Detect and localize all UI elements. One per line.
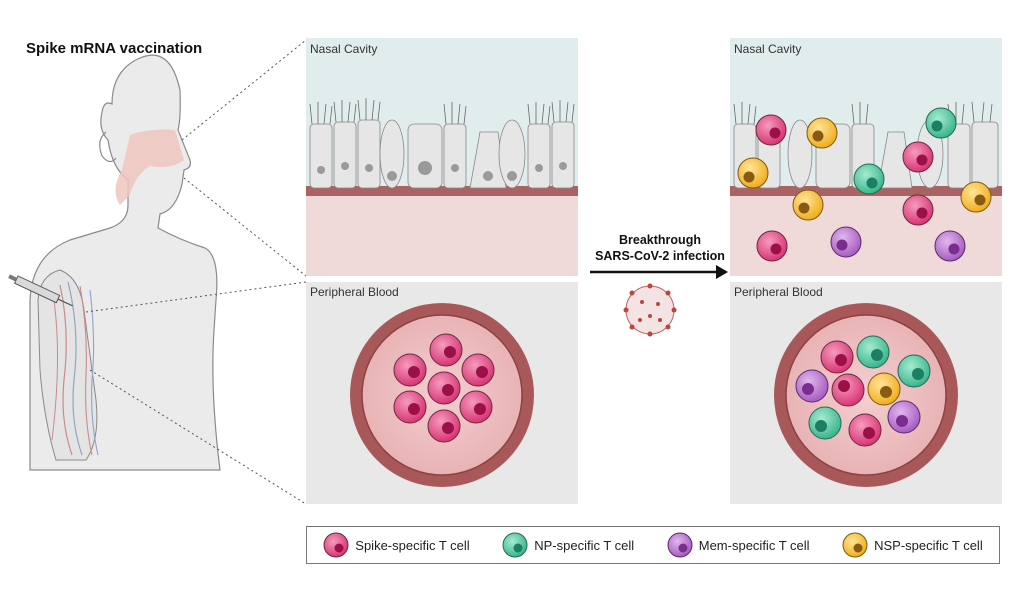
spike-t-cell-icon [323, 532, 349, 558]
np-t-cell [856, 335, 890, 369]
nasal-t-cells-right [737, 107, 992, 262]
spike-t-cell [755, 114, 787, 146]
legend-label: NP-specific T cell [534, 537, 635, 553]
connector-lines [85, 39, 307, 505]
spike-t-cell [848, 413, 882, 447]
nsp-t-cell [737, 157, 769, 189]
cilia-left [309, 98, 575, 125]
breakthrough-line-2: SARS-CoV-2 infection [595, 249, 725, 263]
spike-t-cell [393, 390, 427, 424]
nsp-t-cell [960, 181, 992, 213]
legend-label: Spike-specific T cell [355, 537, 470, 553]
nsp-t-cell-icon [842, 532, 868, 558]
legend-label: NSP-specific T cell [874, 537, 983, 553]
peripheral-blood-label-left: Peripheral Blood [310, 285, 399, 299]
mem-t-cell [887, 400, 921, 434]
legend-item-mem: Mem-specific T cell [667, 532, 810, 558]
np-t-cell-icon [502, 532, 528, 558]
nsp-t-cell [806, 117, 838, 149]
np-t-cell [808, 406, 842, 440]
nasal-cavity-label-right: Nasal Cavity [734, 42, 802, 56]
legend: Spike-specific T cell NP-specific T cell… [306, 526, 1000, 564]
nasal-cavity-panel-left [306, 38, 578, 276]
human-silhouette-icon [29, 54, 221, 471]
spike-t-cell [393, 353, 427, 387]
np-t-cell [897, 354, 931, 388]
nsp-t-cell [867, 372, 901, 406]
spike-t-cell [461, 353, 495, 387]
spike-cells-left [393, 333, 495, 443]
breakthrough-line-1: Breakthrough [619, 233, 701, 247]
syringe-icon [8, 274, 73, 307]
mem-t-cell [795, 369, 829, 403]
spike-t-cell [820, 340, 854, 374]
legend-item-nsp: NSP-specific T cell [842, 532, 983, 558]
mem-t-cell [934, 230, 966, 262]
peripheral-blood-panel-right [730, 282, 1002, 504]
spike-t-cell [427, 371, 461, 405]
virus-icon [623, 283, 677, 337]
peripheral-blood-panel-left [306, 282, 578, 504]
mem-t-cell [830, 226, 862, 258]
spike-t-cell [427, 409, 461, 443]
mem-t-cell-icon [667, 532, 693, 558]
figure-title: Spike mRNA vaccination [26, 40, 203, 57]
spike-t-cell [902, 141, 934, 173]
np-t-cell [925, 107, 957, 139]
nasal-cavity-label-left: Nasal Cavity [310, 42, 378, 56]
peripheral-blood-label-right: Peripheral Blood [734, 285, 823, 299]
legend-item-spike: Spike-specific T cell [323, 532, 470, 558]
spike-t-cell [831, 373, 865, 407]
np-t-cell [853, 163, 885, 195]
spike-t-cell [429, 333, 463, 367]
arrow-right-icon [590, 265, 728, 279]
nsp-t-cell [792, 189, 824, 221]
nasal-cavity-panel-right [730, 38, 1002, 276]
legend-label: Mem-specific T cell [698, 537, 810, 553]
spike-t-cell [902, 194, 934, 226]
legend-item-np: NP-specific T cell [502, 532, 634, 558]
spike-t-cell [459, 390, 493, 424]
spike-t-cell [756, 230, 788, 262]
breakthrough-label: Breakthrough SARS-CoV-2 infection [580, 232, 740, 264]
blood-t-cells-right [795, 335, 931, 447]
epithelium-left [309, 119, 575, 189]
